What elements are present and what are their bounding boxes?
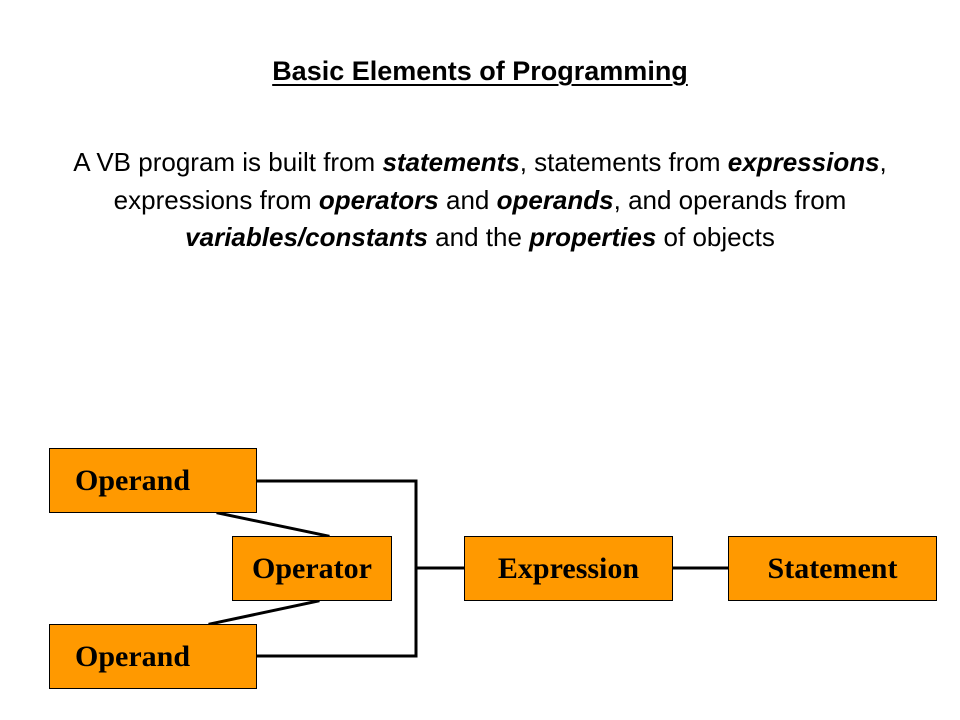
operand-top-label: Operand [75,463,191,497]
connector-lines [208,479,730,658]
expression-box: Expression [464,536,673,601]
body-segment: A VB program is built from [73,147,383,177]
body-emphasis-expressions: expressions [727,147,880,177]
body-segment: and the [427,222,530,252]
statement-box: Statement [728,536,937,601]
body-segment: , and operands from [613,184,847,215]
body-emphasis-variables-constants: variables/constants [185,222,428,252]
statement-label: Statement [767,551,898,585]
operand-bottom-box: Operand [49,624,257,689]
connector-operand-top-to-operator [216,511,330,538]
slide-title: Basic Elements of Programming [0,53,960,89]
body-segment: , statements from [519,147,728,177]
body-segment: of objects [656,222,775,252]
operator-box: Operator [232,536,392,601]
operand-bottom-label: Operand [75,639,191,673]
operand-top-box: Operand [49,448,257,513]
operator-label: Operator [252,551,372,585]
expression-label: Expression [497,551,640,585]
connector-operator-to-operand-bottom [208,599,320,626]
body-segment: and [438,184,497,215]
slide-title-text: Basic Elements of Programming [272,56,688,86]
slide-body-text: A VB program is built from statements, s… [30,144,930,257]
body-emphasis-operators: operators [318,184,439,215]
body-emphasis-statements: statements [382,147,520,177]
body-emphasis-operands: operands [496,184,614,215]
body-segment: , expressions from [113,147,887,215]
body-emphasis-properties: properties [529,222,657,252]
